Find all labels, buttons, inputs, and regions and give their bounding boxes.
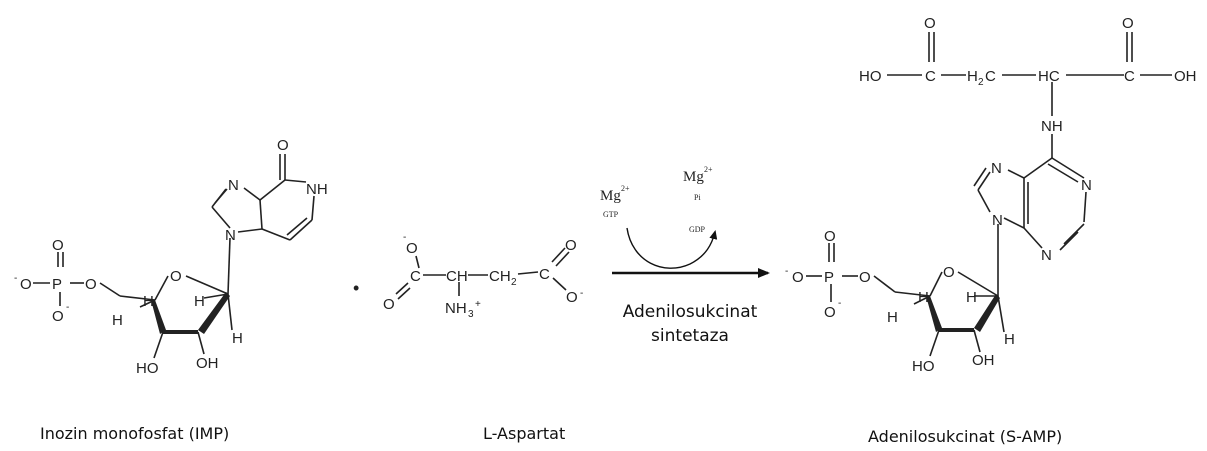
samp-o-2: O (1122, 15, 1134, 32)
imp-h-c1: H (232, 330, 243, 347)
imp-h-right: H (194, 293, 205, 310)
asp-ch2: CH (489, 268, 511, 285)
asp-o-4: O (566, 289, 578, 306)
samp-o-bridge: O (859, 269, 871, 286)
imp-p: P (52, 276, 62, 293)
imp-o-top: O (52, 237, 64, 254)
plus-sign: • (353, 278, 359, 298)
samp-oh-bottom: OH (972, 352, 995, 369)
imp-h-left: H (143, 293, 154, 310)
enzyme-line-2: sintetaza (651, 326, 729, 346)
samp-atom-labels: O O HO C H 2 C HC C OH NH N N N N O P O … (785, 15, 1197, 375)
samp-h2c-sub: 2 (978, 77, 984, 88)
samp-ho-bottom: HO (912, 358, 935, 375)
imp-nh: NH (306, 181, 328, 198)
samp-o-p-top: O (824, 228, 836, 245)
asp-charge-1: - (403, 232, 406, 243)
samp-c-1: C (925, 68, 936, 85)
asp-ch: CH (446, 268, 468, 285)
cofactor-curved-arrow (626, 227, 718, 269)
cofactor-out-charge: 2+ (704, 165, 713, 174)
asp-charge-2: - (580, 288, 583, 299)
aspartate-structure (395, 247, 570, 300)
samp-o-1: O (924, 15, 936, 32)
samp-n1: N (1081, 177, 1092, 194)
samp-h2c: H (967, 68, 978, 85)
samp-c-2: C (1124, 68, 1135, 85)
reaction-arrow-group: Mg 2+ GTP Mg 2+ Pi GDP (600, 165, 770, 278)
samp-structure (806, 32, 1172, 357)
imp-n9: N (225, 227, 236, 244)
imp-o-left: O (20, 276, 32, 293)
imp-caption: Inozin monofosfat (IMP) (40, 424, 230, 443)
enzyme-line-1: Adenilosukcinat (622, 302, 758, 322)
imp-o-bottom: O (52, 308, 64, 325)
imp-n7: N (228, 177, 239, 194)
samp-o-p-left: O (792, 269, 804, 286)
asp-c-2: C (539, 266, 550, 283)
imp-o-carbonyl: O (277, 137, 289, 154)
asp-nh3-sub: 3 (468, 309, 474, 320)
imp-ring-o: O (170, 268, 182, 285)
aspartate-caption: L-Aspartat (483, 424, 566, 443)
imp-h-c4: H (112, 312, 123, 329)
asp-nh3-charge: + (475, 299, 481, 310)
samp-hc: HC (1038, 68, 1060, 85)
samp-h-c1: H (1004, 331, 1015, 348)
samp-h2c-c: C (985, 68, 996, 85)
samp-ho: HO (859, 68, 882, 85)
cofactor-in-metal: Mg (600, 188, 621, 204)
asp-ch2-sub: 2 (511, 277, 517, 288)
cofactor-in-charge: 2+ (621, 184, 630, 193)
samp-o-p-bottom: O (824, 304, 836, 321)
asp-o-3: O (565, 237, 577, 254)
samp-h-c4: H (887, 309, 898, 326)
enzyme-label: Adenilosukcinat sintetaza (612, 300, 768, 348)
samp-h-left: H (918, 289, 929, 306)
asp-nh3: NH (445, 300, 467, 317)
cofactor-out-gdp: GDP (689, 225, 706, 234)
imp-ho: HO (136, 360, 159, 377)
asp-c-1: C (410, 268, 421, 285)
samp-charge-left: - (785, 266, 788, 277)
asp-o-2: O (383, 296, 395, 313)
asp-o-1: O (406, 240, 418, 257)
cofactor-out-molecule: Pi (694, 193, 701, 202)
samp-n9: N (992, 212, 1003, 229)
samp-oh: OH (1174, 68, 1197, 85)
imp-atom-labels: O P O - O - O O H H H H HO OH N N O NH (14, 137, 328, 377)
samp-nh: NH (1041, 118, 1063, 135)
samp-p: P (824, 269, 834, 286)
samp-h-right: H (966, 289, 977, 306)
imp-oh: OH (196, 355, 219, 372)
imp-charge-left: - (14, 273, 17, 284)
samp-caption: Adenilosukcinat (S-AMP) (868, 427, 1063, 446)
samp-n3: N (1041, 247, 1052, 264)
samp-n7: N (991, 160, 1002, 177)
cofactor-out-metal: Mg (683, 169, 704, 185)
aspartate-atom-labels: - O O C CH CH 2 C O O - NH 3 + (383, 232, 583, 320)
imp-structure (33, 154, 315, 359)
cofactor-in-molecule: GTP (603, 210, 619, 219)
samp-ring-o: O (943, 264, 955, 281)
imp-o-bridge: O (85, 276, 97, 293)
samp-charge-bottom: - (838, 298, 841, 309)
imp-charge-bottom: - (66, 302, 69, 313)
